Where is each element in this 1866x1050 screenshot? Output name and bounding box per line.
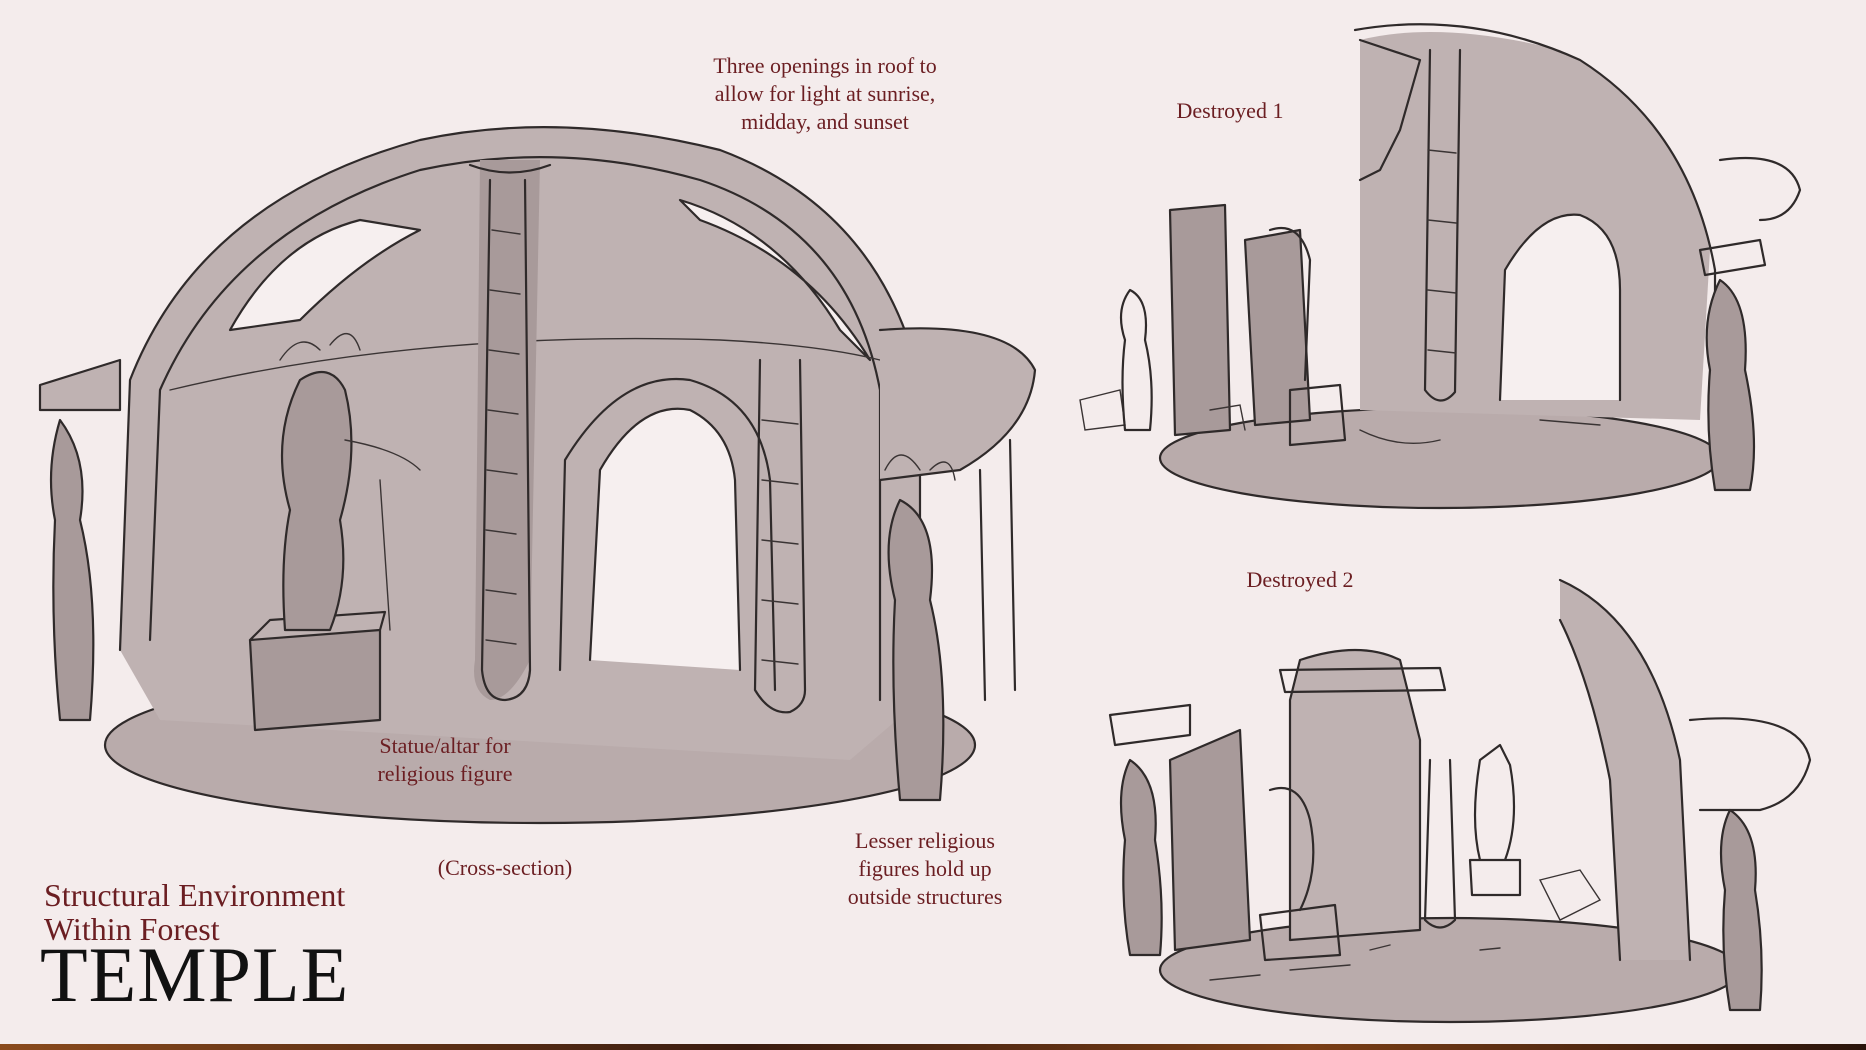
destroyed-1-label: Destroyed 1 [1176, 98, 1284, 123]
sheet-title: TEMPLE [40, 931, 350, 1018]
sheet-subtitle: Structural Environment Within Forest [44, 877, 346, 947]
statue-altar-note: Statue/altar for religious figure [377, 733, 513, 786]
roof-openings-note: Three openings in roof to allow for ligh… [713, 53, 937, 134]
destroyed-2-label: Destroyed 2 [1246, 567, 1354, 592]
lesser-figures-note: Lesser religious figures hold up outside… [847, 828, 1003, 909]
footer-bar [0, 1044, 1866, 1050]
cross-section-label: (Cross-section) [437, 855, 573, 880]
